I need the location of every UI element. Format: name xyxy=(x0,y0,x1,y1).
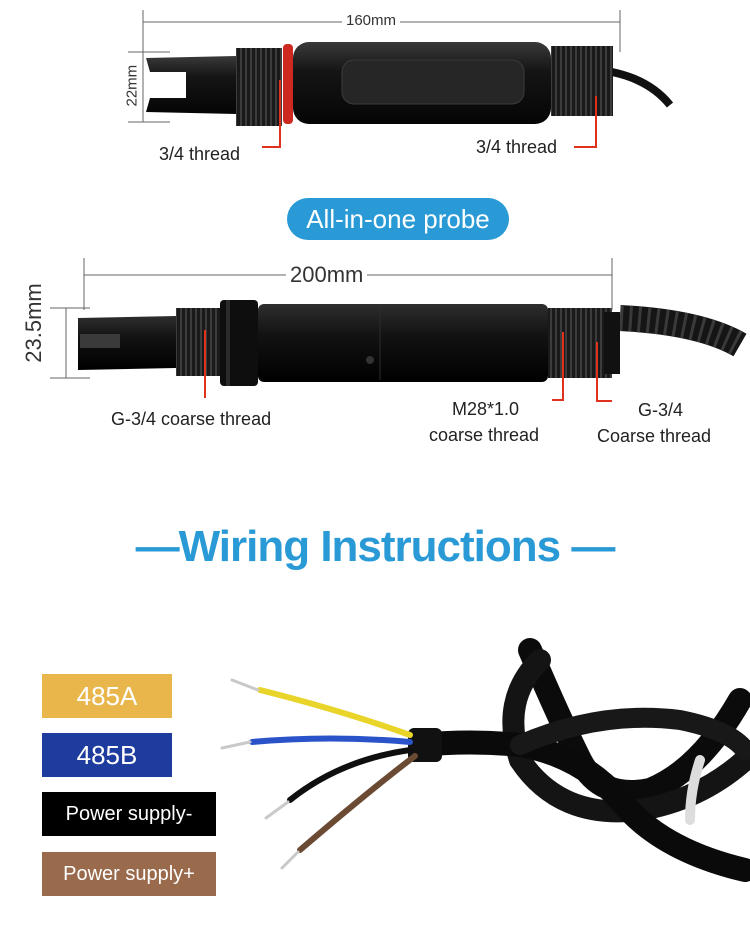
probe-1-pointers xyxy=(262,80,597,148)
probe-2-length-label: 200mm xyxy=(286,262,368,288)
wire-chip-power-plus: Power supply+ xyxy=(42,852,216,896)
all-in-one-probe-badge: All-in-one probe xyxy=(287,198,509,240)
probe-1-left-thread-label: 3/4 thread xyxy=(159,144,241,164)
probe-2-pointers xyxy=(204,330,612,402)
probe-2-left-thread-label: G-3/4 coarse thread xyxy=(111,409,272,429)
probe-2-mid-thread-label-line1: M28*1.0 xyxy=(452,399,520,419)
probe-2-right-thread-label-line1: G-3/4 xyxy=(638,400,684,420)
wire-chip-power-minus: Power supply- xyxy=(42,792,216,836)
probe-2-mid-thread-label-line2: coarse thread xyxy=(429,425,540,445)
wire-chip-485b: 485B xyxy=(42,733,172,777)
wiring-instructions-heading: —Wiring Instructions — xyxy=(135,522,616,571)
probe-1-diameter-label: 22mm xyxy=(123,64,141,107)
wire-chip-485a: 485A xyxy=(42,674,172,718)
probe-2-image xyxy=(78,300,747,386)
probe-2-right-thread-label-line2: Coarse thread xyxy=(597,426,712,446)
probe-1-image xyxy=(146,42,674,126)
probe-2-diameter-label: 23.5mm xyxy=(21,283,46,363)
wiring-cable-image xyxy=(220,638,750,882)
probe-1-length-label: 160mm xyxy=(342,12,401,29)
probe-1-right-thread-label: 3/4 thread xyxy=(476,137,558,157)
